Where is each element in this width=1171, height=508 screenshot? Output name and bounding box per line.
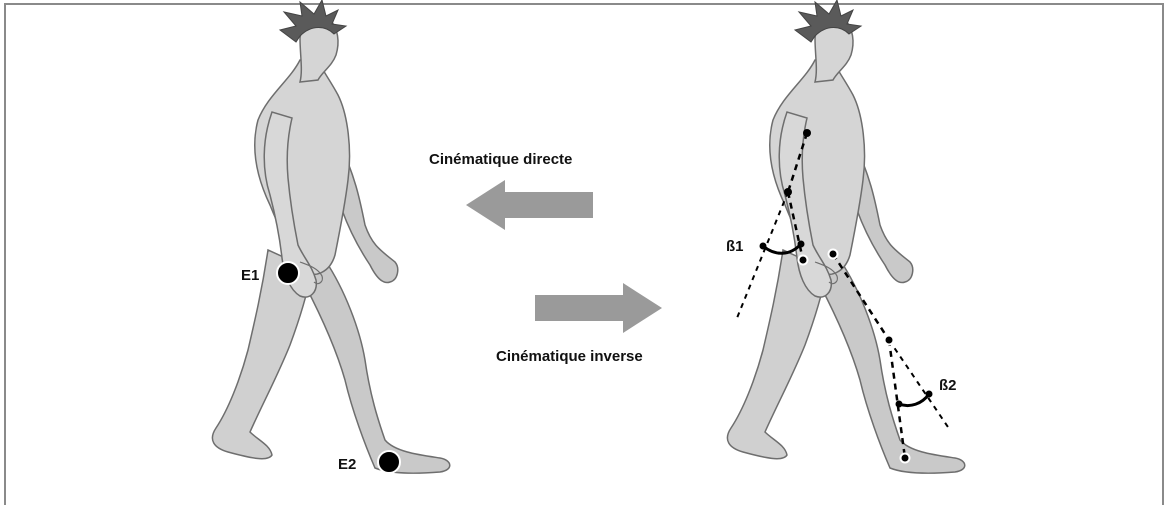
angle-beta1-label: ß1 bbox=[726, 238, 744, 255]
direct-kinematics-label: Cinématique directe bbox=[429, 151, 572, 168]
effector-e1-label: E1 bbox=[241, 267, 259, 284]
inverse-kinematics-arrow bbox=[535, 283, 662, 333]
direct-kinematics-arrow bbox=[466, 180, 593, 230]
effector-e2-marker bbox=[378, 451, 400, 473]
left-human-figure bbox=[212, 0, 449, 473]
inverse-kinematics-label: Cinématique inverse bbox=[496, 348, 643, 365]
effector-e2-label: E2 bbox=[338, 456, 356, 473]
angle-beta2-label: ß2 bbox=[939, 377, 957, 394]
effector-e1-marker bbox=[277, 262, 299, 284]
right-human-figure bbox=[727, 0, 964, 473]
